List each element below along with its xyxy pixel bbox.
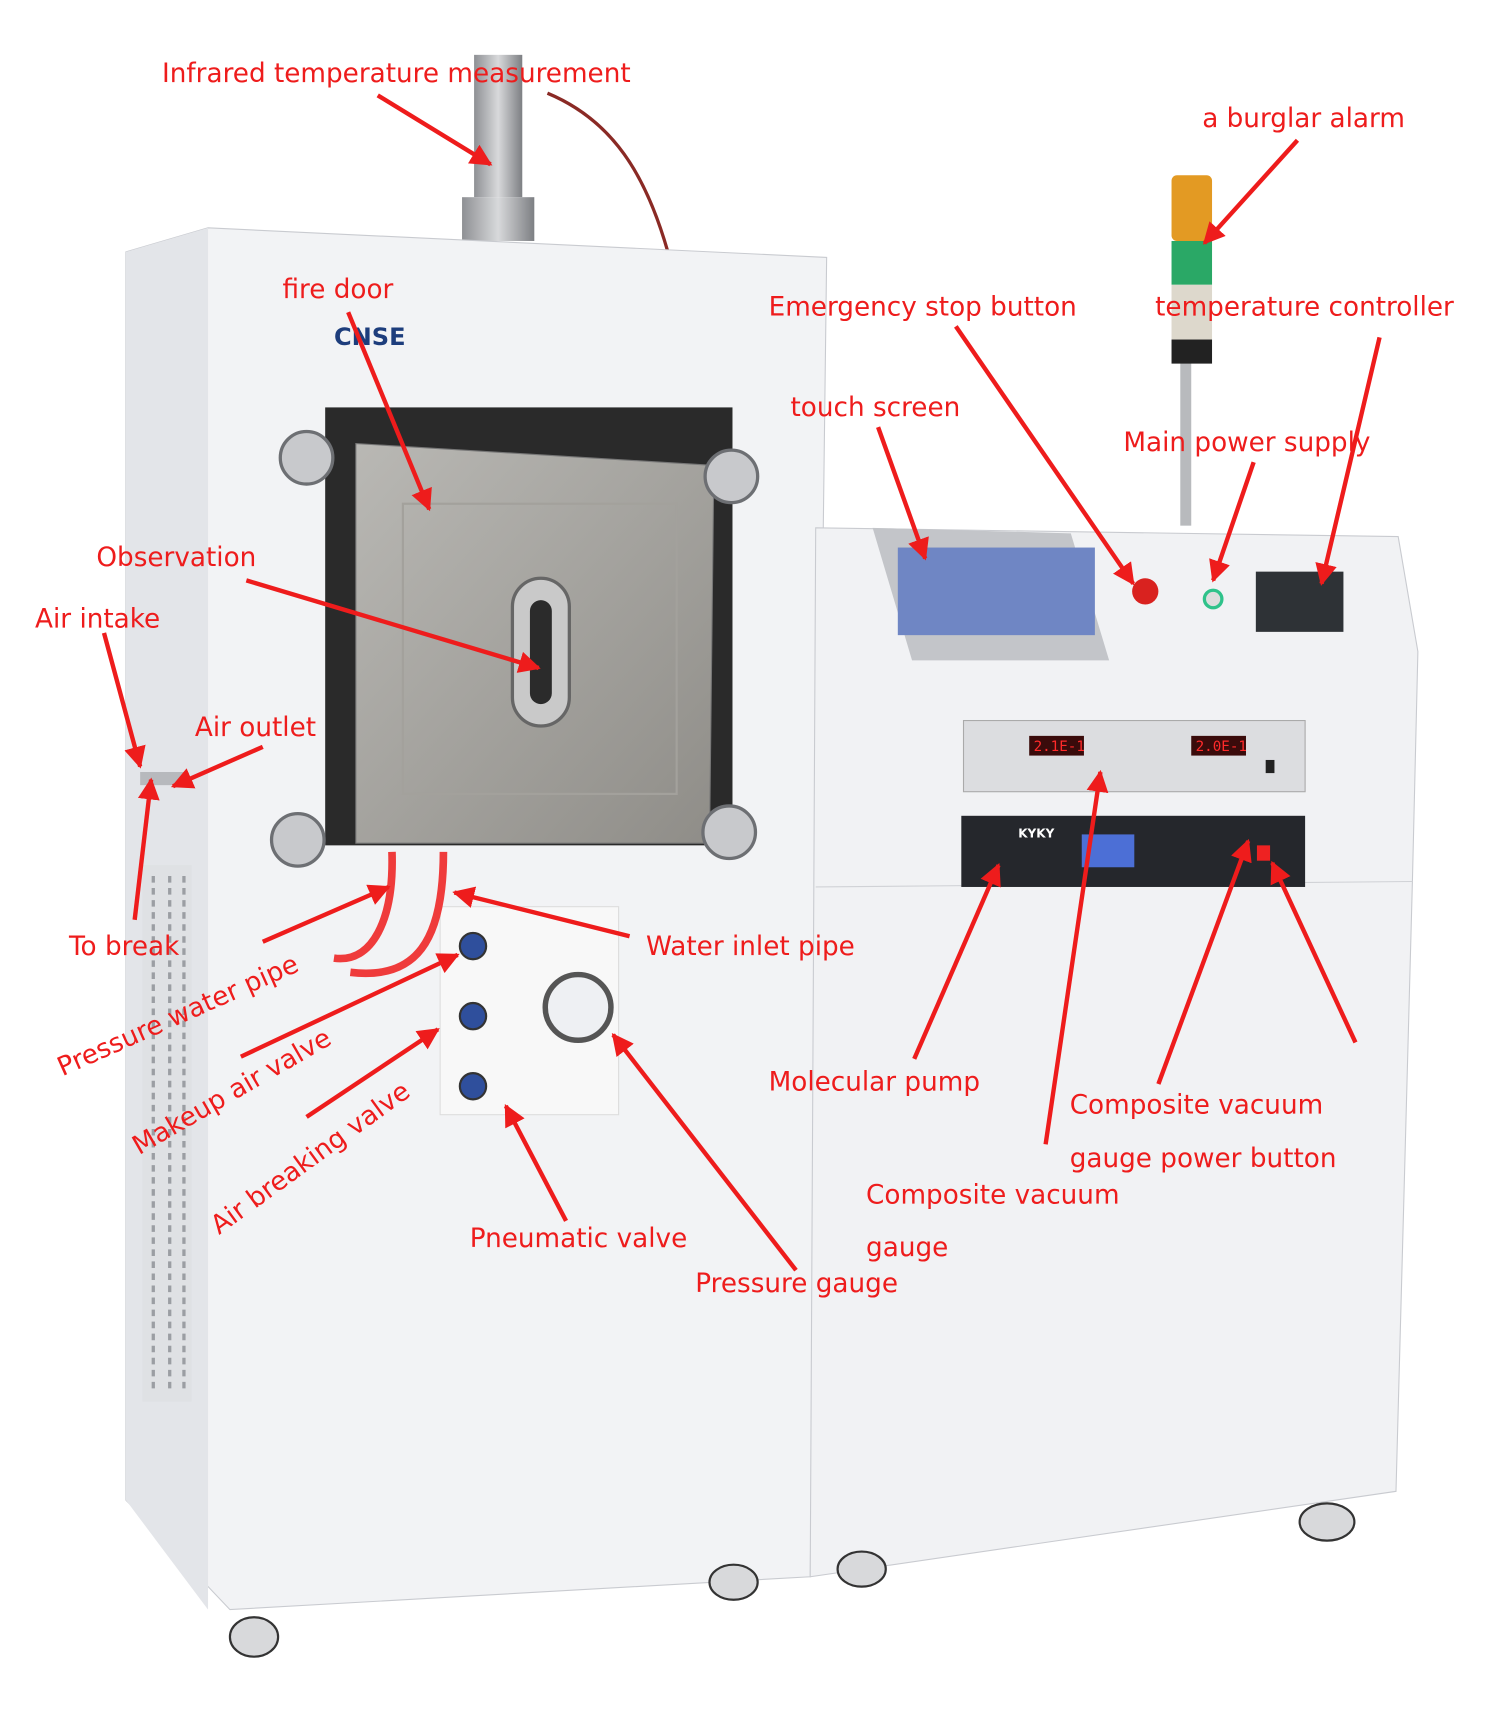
arrow-composite-gauge [1043, 769, 1109, 1145]
label-touch-screen: touch screen [791, 393, 961, 423]
arrow-air-outlet [170, 744, 264, 789]
arrow-fire-door [346, 311, 432, 512]
label-air-intake: Air intake [35, 604, 160, 634]
arrow-air-intake [101, 632, 146, 769]
pneumatic-valve-knob[interactable] [458, 1072, 488, 1101]
arrow-touch-screen [876, 426, 929, 561]
emergency-stop-button[interactable] [1132, 578, 1159, 605]
label-burglar-alarm: a burglar alarm [1202, 104, 1405, 134]
furnace-cabinet: CNSE [125, 227, 828, 1611]
casters [228, 1502, 1356, 1658]
label-main-power: Main power supply [1123, 428, 1370, 458]
label-composite-power-1: Composite vacuum [1070, 1091, 1324, 1121]
label-infrared: Infrared temperature measurement [162, 59, 631, 89]
label-composite-gauge-1: Composite vacuum [866, 1180, 1120, 1210]
label-temperature-controller: temperature controller [1155, 292, 1454, 322]
main-power-switch[interactable] [1202, 588, 1224, 610]
door-handwheels [269, 429, 760, 868]
water-pipes [333, 851, 448, 978]
touch-screen[interactable] [897, 547, 1095, 636]
vacuum-gauge-unit [962, 719, 1306, 793]
arrow-molecular-pump [912, 863, 1001, 1060]
label-observation: Observation [96, 543, 256, 573]
arrow-pressure-water [261, 884, 391, 944]
label-fire-door: fire door [282, 275, 393, 305]
gauge-display-2: 2.0E-1 [1196, 739, 1247, 755]
pump-power-button[interactable] [1256, 845, 1271, 861]
arrow-burglar-alarm [1202, 138, 1300, 245]
label-to-break: To break [68, 932, 180, 962]
arrow-composite-power [1156, 838, 1252, 1085]
arrow-pump-power [1270, 860, 1358, 1044]
arrow-to-break [132, 777, 160, 921]
pressure-gauge-dial [542, 971, 614, 1043]
air-breaking-valve-knob[interactable] [458, 1001, 488, 1031]
label-water-inlet: Water inlet pipe [646, 932, 855, 962]
arrow-pressure-gauge [611, 1033, 798, 1272]
gauge-power-button[interactable] [1265, 759, 1275, 774]
arrow-main-power [1209, 461, 1256, 583]
arrow-air-breaking [305, 1027, 440, 1119]
makeup-air-valve-knob[interactable] [458, 931, 488, 961]
arrow-pneumatic-valve [503, 1104, 568, 1222]
temperature-controller-unit [1255, 571, 1344, 632]
alarm-tower [1171, 175, 1213, 526]
infrared-sensor [462, 54, 670, 253]
label-composite-gauge-2: gauge [866, 1233, 948, 1263]
arrow-observation [245, 578, 541, 673]
control-cabinet: 2.1E-1 2.0E-1 KYKY [809, 175, 1419, 1578]
arrow-emergency-stop [954, 325, 1136, 586]
label-emergency-stop: Emergency stop button [769, 292, 1077, 322]
pump-brand: KYKY [1018, 827, 1054, 841]
label-molecular-pump: Molecular pump [769, 1068, 980, 1098]
arrow-temperature-controller [1315, 336, 1382, 586]
arrow-makeup-air [239, 952, 460, 1059]
annotation-arrows [101, 93, 1382, 1272]
gauge-display-1: 2.1E-1 [1034, 739, 1085, 755]
arrow-water-inlet [452, 886, 631, 939]
label-pressure-gauge: Pressure gauge [695, 1269, 898, 1299]
label-pneumatic-valve: Pneumatic valve [470, 1224, 688, 1254]
label-air-outlet: Air outlet [195, 713, 316, 743]
label-composite-power-2: gauge power button [1070, 1144, 1337, 1174]
brand-logo: CNSE [334, 323, 406, 351]
arrow-infrared [376, 93, 493, 167]
